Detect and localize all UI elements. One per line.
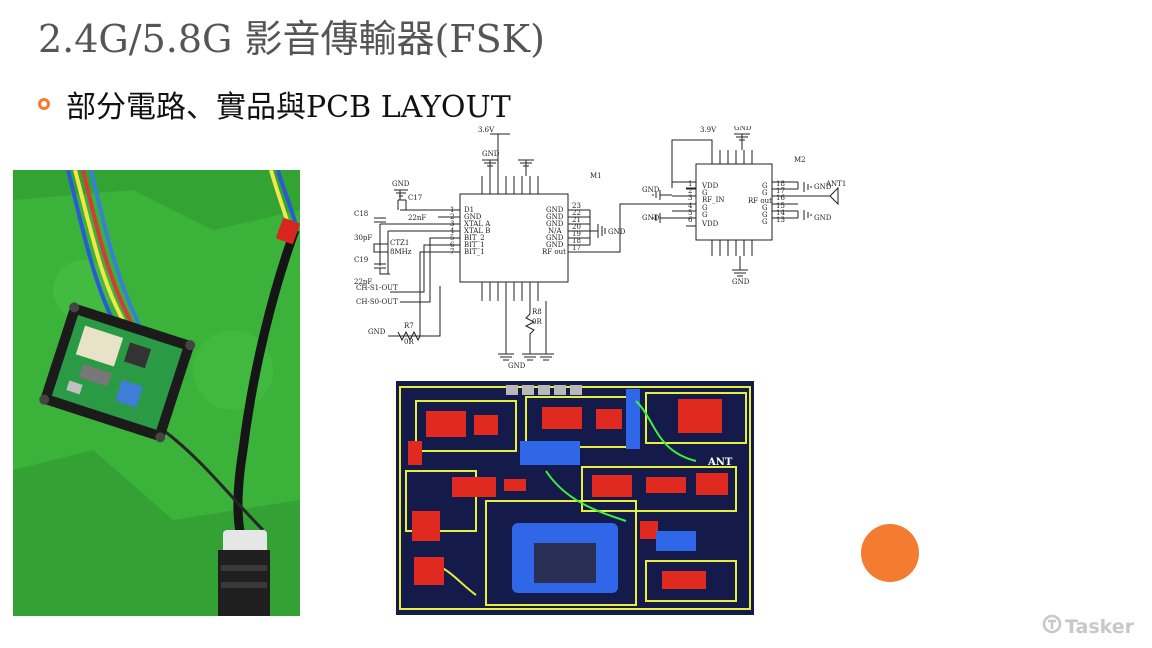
pcb-ant-label: ANT [707, 457, 733, 468]
ic1-pin-number: 19 [572, 230, 581, 238]
device-photo [13, 170, 300, 616]
gnd-label: GND [642, 214, 660, 222]
gnd-label: GND [482, 150, 500, 158]
ic1-pin-label: D1 [464, 206, 474, 214]
ic1-pin-label: XTAL B [464, 227, 490, 235]
ic2-pin-number: 13 [776, 216, 785, 224]
ic2-pin-number: 1 [688, 180, 692, 188]
ic2-pin-number: 15 [776, 202, 785, 210]
gnd-label: GND [734, 126, 752, 132]
ic1-pin-label: BIT_1 [464, 241, 485, 249]
ic1-pin-number: 2 [450, 213, 454, 221]
ic2-pin-label: G [762, 189, 768, 197]
ic1-pin-number: 22 [572, 209, 581, 217]
ic1-pin-label: RF out [542, 248, 566, 256]
brand-watermark: Tasker [1042, 614, 1134, 639]
ic2-pin-label: G [702, 189, 708, 197]
ic1-label: M1 [590, 172, 602, 180]
ic2-pin-label: G [702, 211, 708, 219]
ic2-pin-number: 6 [688, 216, 693, 224]
ic1-pin-number: 7 [450, 248, 454, 256]
ic1-pin-number: 23 [572, 202, 581, 210]
net-ch-s1: CH-S1-OUT [356, 284, 398, 292]
c17-label: C17 [408, 194, 422, 202]
c18-value: 30pF [354, 234, 372, 242]
ic1-pin-label: GND [546, 220, 564, 228]
ic1-pin-number: 17 [572, 244, 581, 252]
ic2-pin-number: 5 [688, 209, 692, 217]
gnd-label: GND [508, 362, 526, 370]
ic1-pin-label: GND [546, 206, 564, 214]
ic2-label: M2 [794, 156, 806, 164]
ic1-pin-number: 20 [572, 223, 581, 231]
gnd-label: GND [814, 183, 832, 191]
ic2-pin-label: VDD [701, 220, 719, 228]
ic1-pin-number: 5 [450, 234, 454, 242]
gnd-label: GND [392, 180, 410, 188]
ic1-pin-label: BIT_1 [464, 248, 485, 256]
ic1-pin-label: GND [546, 241, 564, 249]
gnd-label: GND [642, 186, 660, 194]
ic2-pin-label: RF out [748, 197, 772, 205]
ic1-pin-label: XTAL A [464, 220, 491, 228]
bullet-item: 部分電路、實品與PCB LAYOUT [38, 84, 511, 125]
ic2-pin-number: 2 [688, 187, 692, 195]
ic2-pin-number: 3 [688, 194, 692, 202]
gnd-label: GND [814, 214, 832, 222]
ic2-pin-number: 17 [776, 187, 785, 195]
ic2-pin-label: G [762, 182, 768, 190]
c19-label: C19 [354, 256, 368, 264]
accent-circle [861, 524, 919, 582]
ic1-pin-label: GND [464, 213, 482, 221]
gnd-label: GND [732, 278, 750, 286]
voltage-label-m1: 3.6V [478, 126, 495, 134]
c18-label: C18 [354, 210, 368, 218]
ic1-pin-number: 3 [450, 220, 454, 228]
bullet-text: 部分電路、實品與PCB LAYOUT [66, 90, 511, 125]
ic1-pin-number: 21 [572, 216, 581, 224]
c17-value: 22nF [408, 214, 426, 222]
ic2-pin-label: RF_IN [702, 196, 725, 204]
slide-title: 2.4G/5.8G 影音傳輸器(FSK) [38, 17, 545, 61]
tasker-logo-icon [1042, 614, 1062, 639]
brand-name: Tasker [1065, 615, 1135, 638]
ic1-pin-label: N/A [548, 227, 562, 235]
ic2-pin-number: 18 [776, 180, 785, 188]
net-ch-s0: CH-S0-OUT [356, 298, 398, 306]
ic1-pin-number: 1 [450, 206, 454, 214]
gnd-label: GND [368, 328, 386, 336]
r7-value: 0R [404, 338, 414, 346]
ic2-pin-label: VDD [701, 182, 719, 190]
ic2-pin-label: G [762, 218, 768, 226]
c19-value: 22pF [354, 278, 372, 286]
ic2-pin-number: 16 [776, 194, 785, 202]
r7-label: R7 [404, 322, 414, 330]
ic2-pin-number: 14 [776, 209, 785, 217]
circuit-schematic: 3.6V 3.9V M1 M2 GND GND GND GND GND GND … [350, 124, 860, 376]
gnd-label: GND [608, 228, 626, 236]
ic1-pin-number: 6 [450, 241, 455, 249]
ic2-pin-number: 4 [688, 202, 693, 210]
ic2-pin-label: G [762, 204, 768, 212]
ic1-pin-number: 4 [450, 227, 455, 235]
r8-value: 0R [532, 318, 542, 326]
ic1-pin-label: BIT_2 [464, 234, 485, 242]
ic1-pin-number: 18 [572, 237, 581, 245]
xtal-value: 8MHz [390, 248, 412, 256]
pcb-layout-image: ANT [396, 381, 754, 615]
r8-label: R8 [532, 308, 542, 316]
circle-bullet-icon [38, 98, 50, 110]
ic1-pin-label: GND [546, 234, 564, 242]
ic2-pin-label: G [702, 204, 708, 212]
voltage-label-m2: 3.9V [700, 126, 717, 134]
ic2-pin-label: G [762, 211, 768, 219]
antenna-label: ANT1 [825, 180, 846, 188]
ic1-pin-label: GND [546, 213, 564, 221]
xtal-label: CTZ1 [390, 239, 409, 247]
